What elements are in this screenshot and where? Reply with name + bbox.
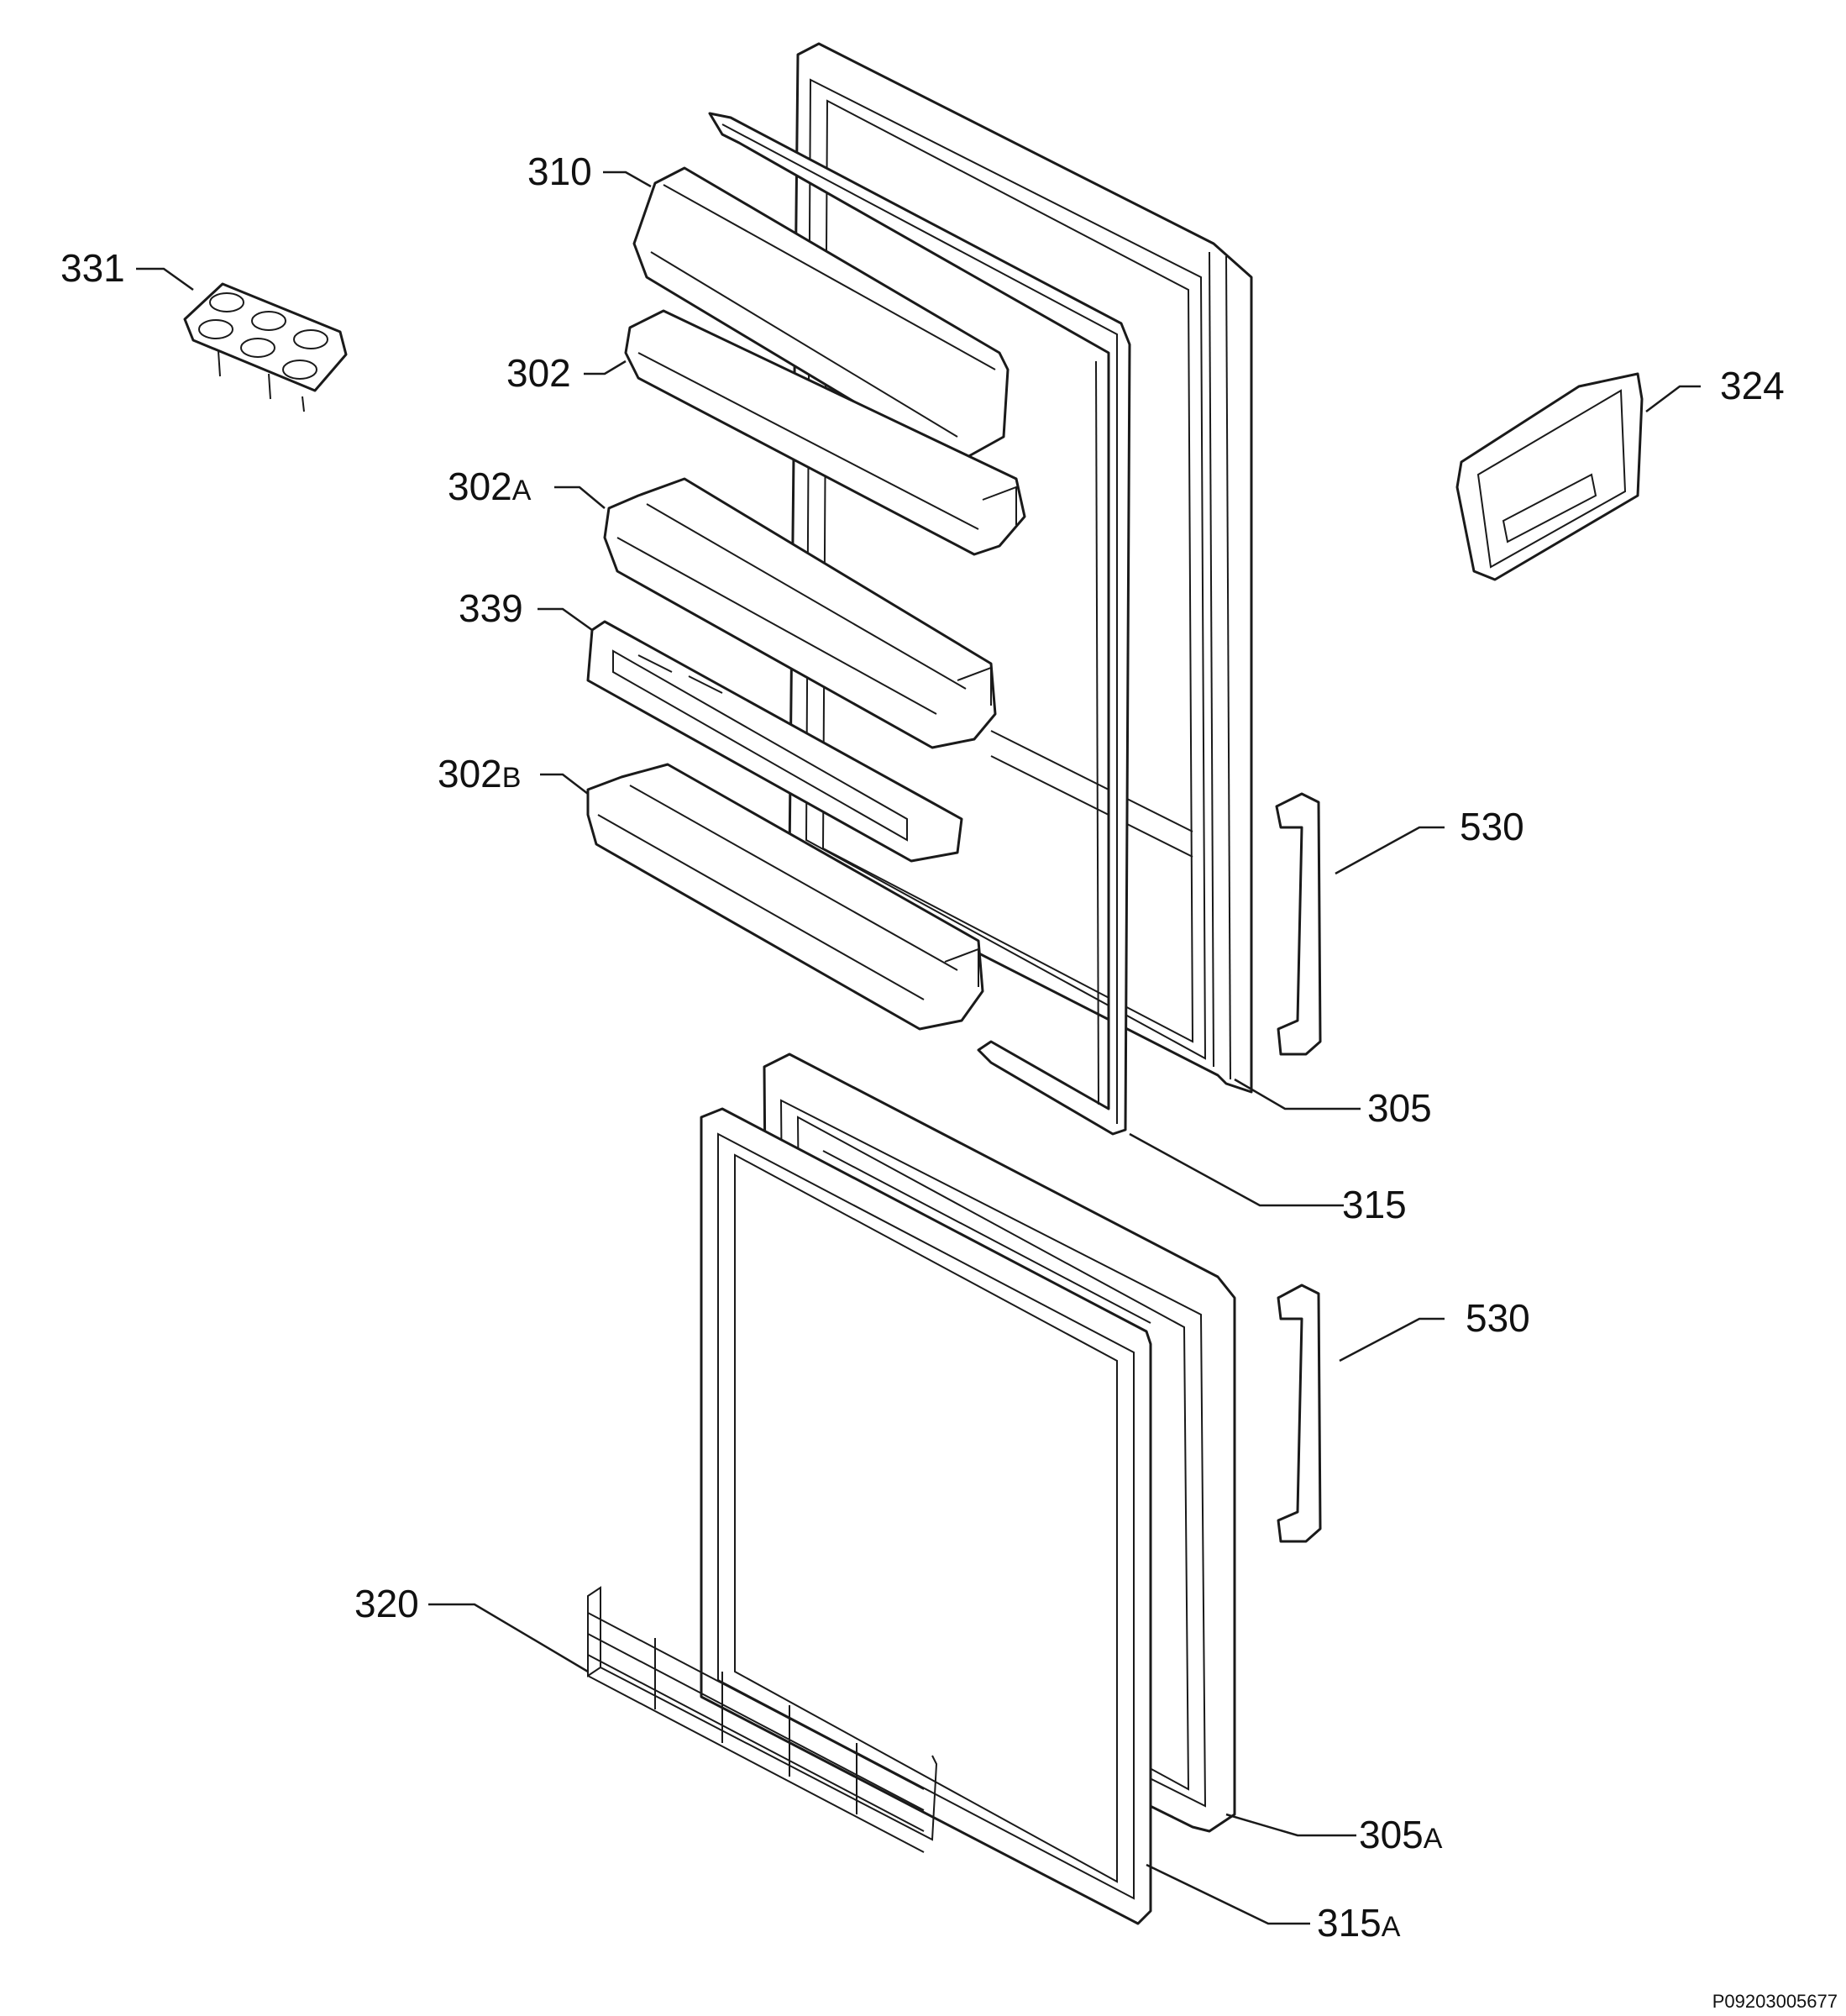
label-305: 305 (1367, 1086, 1432, 1130)
label-302a-number: 302 (448, 465, 512, 508)
label-302b-number: 302 (438, 752, 502, 795)
label-305a-number: 305 (1359, 1813, 1424, 1856)
wire-basket-320 (587, 1586, 938, 1853)
label-302a: 302A (448, 465, 532, 508)
door-shelf-302b (586, 763, 984, 1031)
label-305a-suffix: A (1424, 1823, 1443, 1855)
lower-door-gasket (700, 1107, 1152, 1925)
label-302: 302 (506, 351, 571, 395)
upper-door-gasket (708, 112, 1131, 1136)
label-324: 324 (1720, 364, 1785, 407)
door-handle-530-top (1275, 792, 1322, 1056)
label-320: 320 (354, 1582, 419, 1625)
label-315: 315 (1342, 1183, 1407, 1226)
control-cover-324 (1455, 372, 1644, 581)
label-302b: 302B (438, 752, 521, 795)
label-315a: 315A (1317, 1901, 1401, 1945)
label-310: 310 (527, 150, 592, 193)
door-handle-530-bottom (1277, 1284, 1322, 1543)
door-shelf-302a (603, 477, 997, 749)
leader-lines (136, 171, 1701, 1925)
bottle-retainer-339 (586, 620, 963, 863)
label-331: 331 (60, 246, 125, 290)
label-302a-suffix: A (512, 475, 532, 507)
door-shelf-302 (624, 309, 1026, 556)
label-339: 339 (459, 586, 523, 630)
label-305a: 305A (1359, 1813, 1443, 1856)
label-315a-suffix: A (1382, 1911, 1401, 1943)
label-530-bottom: 530 (1466, 1296, 1530, 1340)
diagram-reference-code: P09203005677 (1712, 1991, 1838, 2012)
label-315a-number: 315 (1317, 1901, 1382, 1945)
label-530-top: 530 (1460, 805, 1524, 848)
egg-tray-331 (183, 282, 348, 412)
label-302b-suffix: B (502, 762, 522, 794)
door-shelf-lid-310 (632, 166, 1010, 459)
